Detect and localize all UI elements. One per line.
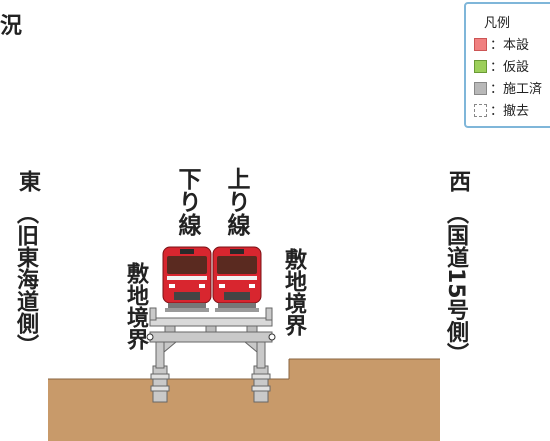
boundary-marker-right xyxy=(268,333,276,341)
legend-label-completed: ：施工済 xyxy=(490,82,543,97)
ground xyxy=(48,359,440,441)
legend-title: 凡例 xyxy=(484,16,511,31)
legend-swatch-removed xyxy=(474,104,487,117)
legend-box: 凡例 ：本設 ：仮設 ：施工済 ：撤去 xyxy=(464,2,550,128)
boundary-label-left: 敷地境界 xyxy=(123,262,148,350)
legend-item-completed: ：施工済 xyxy=(474,78,543,97)
deck xyxy=(149,317,273,327)
west-sub-label: （国道15号側） xyxy=(443,202,468,365)
left-pile xyxy=(150,365,170,403)
boundary-marker-left xyxy=(146,333,154,341)
train-up-line xyxy=(212,246,262,308)
cross-beam xyxy=(149,331,273,343)
legend-item-temporary: ：仮設 xyxy=(474,56,530,75)
right-column xyxy=(256,339,266,369)
legend-swatch-completed xyxy=(474,82,487,95)
down-line-label: 下り線 xyxy=(174,167,200,236)
boundary-label-right: 敷地境界 xyxy=(281,248,306,336)
legend-swatch-permanent xyxy=(474,38,487,51)
left-column xyxy=(155,339,165,369)
up-line-label: 上り線 xyxy=(223,167,249,236)
page-title: 況 xyxy=(0,14,23,39)
legend-label-temporary: ：仮設 xyxy=(490,60,530,75)
legend-item-removed: ：撤去 xyxy=(474,100,530,119)
right-pile xyxy=(251,365,271,403)
legend-label-removed: ：撤去 xyxy=(490,104,530,119)
legend-swatch-temporary xyxy=(474,60,487,73)
legend-label-permanent: ：本設 xyxy=(490,38,530,53)
east-sub-label: （旧東海道側） xyxy=(13,202,38,356)
east-label: 東 xyxy=(15,170,40,192)
train-down-line xyxy=(162,246,212,308)
legend-item-permanent: ：本設 xyxy=(474,34,530,53)
west-label: 西 xyxy=(445,170,470,192)
